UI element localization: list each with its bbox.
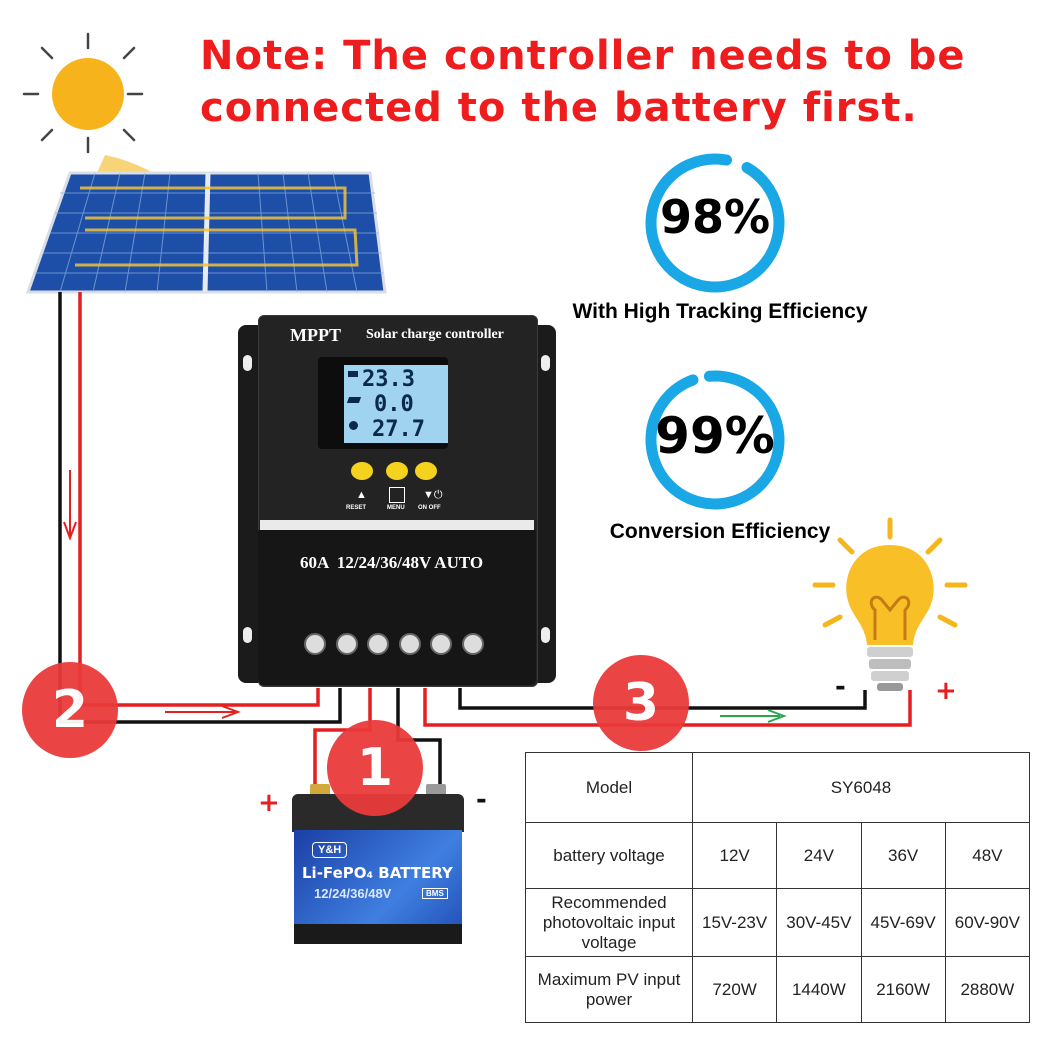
- battery-brand: Y&H: [312, 842, 348, 858]
- sun-icon: [22, 32, 144, 154]
- lcd-pv-value: 0.0: [374, 392, 414, 417]
- table-row: Model SY6048: [525, 752, 1030, 823]
- load-negative-sign: -: [835, 672, 846, 702]
- efficiency-caption-98: With High Tracking Efficiency: [572, 300, 868, 323]
- terminal-load-negative[interactable]: [461, 633, 484, 655]
- battery-voltage: 12/24/36/48V: [314, 886, 392, 901]
- battery-positive-sign: +: [258, 788, 280, 818]
- battery-label-panel: Y&H Li-FePO₄ BATTERY 12/24/36/48V BMS: [294, 830, 462, 944]
- reset-label: RESET: [346, 505, 367, 511]
- controller-rating: 60A 12/24/36/48V AUTO: [300, 553, 484, 572]
- step-badge-2: 2: [22, 662, 118, 758]
- solar-panel-icon: [25, 171, 387, 294]
- pv-icon: [346, 397, 362, 403]
- menu-icon: [389, 487, 405, 503]
- table-cell: 45V-69V: [860, 888, 946, 957]
- table-row: battery voltage 12V 24V 36V 48V: [525, 822, 1031, 889]
- note-line-2: connected to the battery first.: [200, 85, 918, 131]
- controller-title: Solar charge controller: [366, 327, 504, 342]
- controller-brand: MPPT: [290, 325, 341, 345]
- battery-negative-sign: -: [476, 785, 487, 815]
- row-label: Maximum PV input power: [525, 956, 693, 1023]
- charge-controller: MPPT Solar charge controller 23.3 0.0 27…: [238, 315, 556, 687]
- table-row: Maximum PV input power 720W 1440W 2160W …: [525, 956, 1031, 1023]
- terminal-block: [304, 633, 484, 655]
- battery-bms: BMS: [422, 888, 448, 899]
- table-cell: 15V-23V: [691, 888, 778, 957]
- lcd-screen: 23.3 0.0 27.7: [344, 365, 448, 443]
- terminal-battery-positive[interactable]: [367, 633, 390, 655]
- step-badge-1: 1: [327, 720, 423, 816]
- table-cell: 36V: [860, 822, 946, 889]
- table-cell: 24V: [776, 822, 862, 889]
- load-icon: [349, 421, 358, 430]
- terminal-pv-negative[interactable]: [335, 633, 358, 655]
- reset-button[interactable]: [351, 462, 373, 480]
- terminal-battery-negative[interactable]: [398, 633, 421, 655]
- warning-note: Note: The controller needs to be connect…: [200, 30, 1020, 134]
- battery-type: Li-FePO₄ BATTERY: [302, 864, 453, 882]
- terminal-load-positive[interactable]: [430, 633, 453, 655]
- down-power-icon: ▼⏻: [423, 489, 443, 501]
- table-cell: 720W: [691, 956, 778, 1023]
- onoff-button[interactable]: [415, 462, 437, 480]
- row-label: battery voltage: [525, 822, 693, 889]
- model-label: Model: [525, 752, 693, 823]
- up-arrow-icon: ▲: [356, 489, 367, 501]
- table-cell: 48V: [944, 822, 1031, 889]
- row-label: Recommended photovoltaic input voltage: [525, 888, 693, 957]
- model-value: SY6048: [692, 752, 1030, 823]
- table-cell: 2880W: [944, 956, 1031, 1023]
- efficiency-percent-99: 99%: [655, 407, 775, 465]
- lcd-battery-value: 23.3: [362, 367, 415, 392]
- battery: Y&H Li-FePO₄ BATTERY 12/24/36/48V BMS: [292, 782, 464, 944]
- note-line-1: Note: The controller needs to be: [200, 33, 966, 79]
- light-bulb-icon: [812, 517, 968, 691]
- menu-label: MENU: [387, 505, 405, 511]
- load-positive-sign: +: [935, 676, 957, 706]
- table-cell: 30V-45V: [776, 888, 862, 957]
- battery-icon: [348, 371, 358, 377]
- efficiency-percent-98: 98%: [659, 190, 771, 244]
- table-cell: 60V-90V: [944, 888, 1031, 957]
- table-cell: 1440W: [776, 956, 862, 1023]
- terminal-pv-positive[interactable]: [304, 633, 326, 655]
- menu-button[interactable]: [386, 462, 408, 480]
- table-cell: 12V: [691, 822, 778, 889]
- efficiency-ring-99: [645, 370, 785, 510]
- step-badge-3: 3: [593, 655, 689, 751]
- onoff-label: ON OFF: [418, 505, 441, 511]
- efficiency-ring-98: [645, 153, 785, 293]
- table-cell: 2160W: [860, 956, 946, 1023]
- lcd-temp-value: 27.7: [372, 417, 425, 442]
- efficiency-caption-99: Conversion Efficiency: [609, 520, 831, 543]
- table-row: Recommended photovoltaic input voltage 1…: [525, 888, 1031, 957]
- spec-table: Model SY6048 battery voltage 12V 24V 36V…: [525, 752, 1031, 1023]
